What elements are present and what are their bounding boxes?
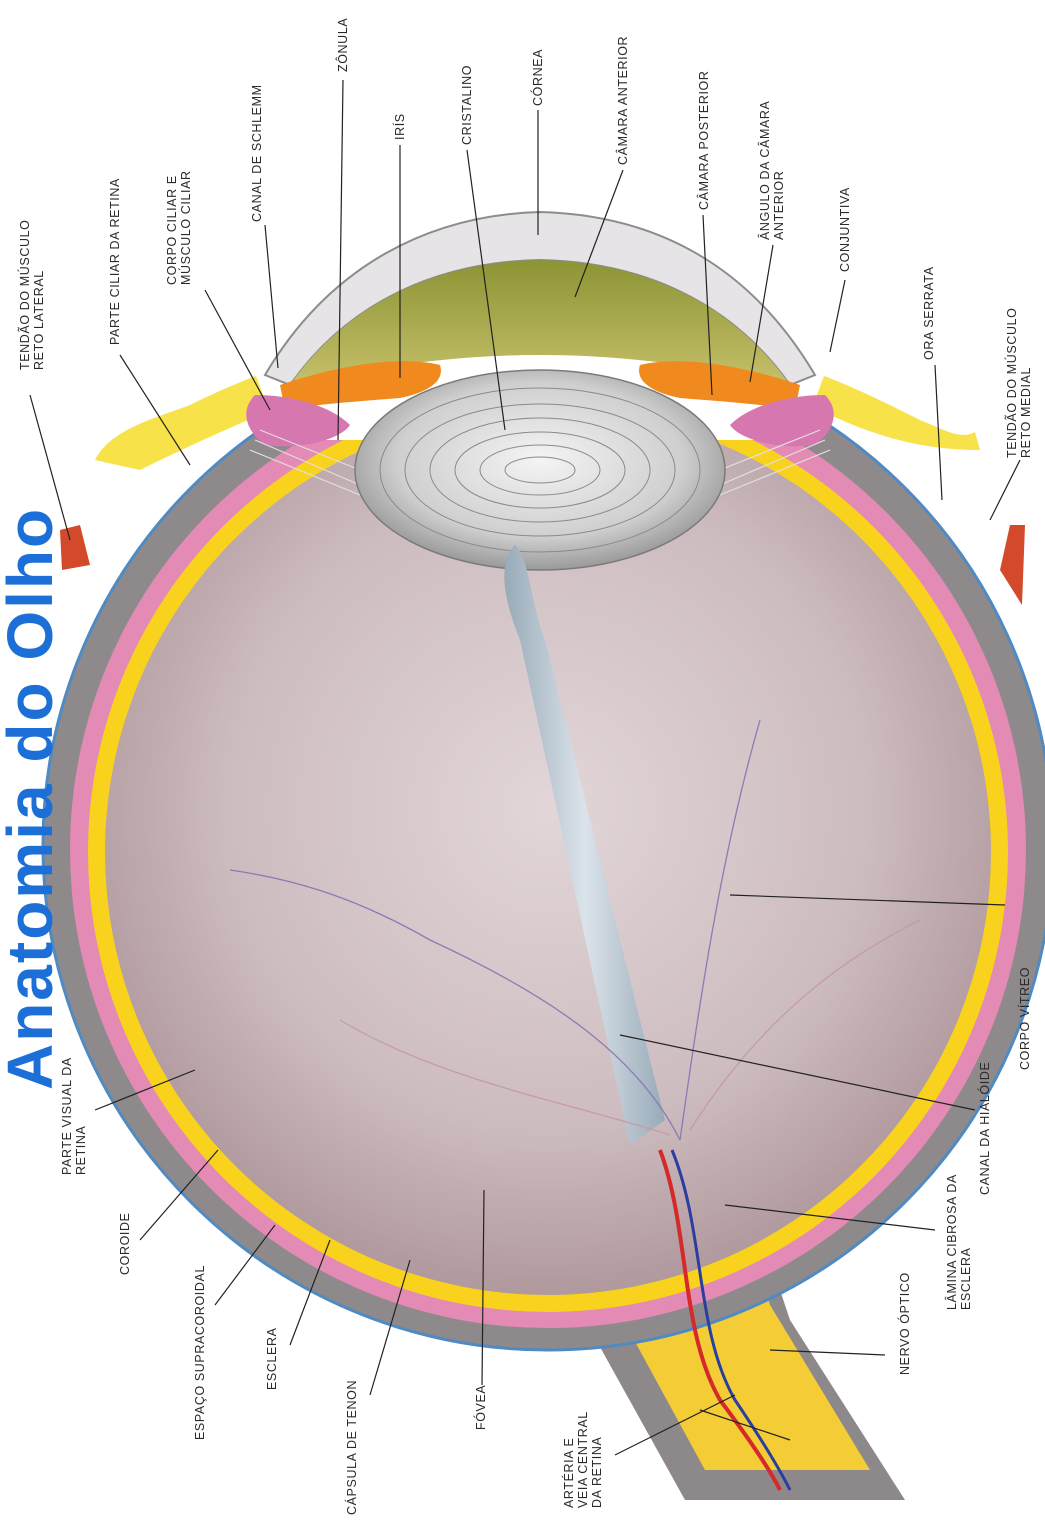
label-camara-anterior: CÂMARA ANTERIOR (616, 36, 630, 165)
label-iris: IRÍS (393, 113, 407, 140)
label-corpo-vitreo: CORPO VÍTREO (1018, 967, 1032, 1070)
label-canal-hialoide: CANAL DA HIALÓIDE (978, 1062, 992, 1195)
label-nervo-optico: NERVO ÓPTICO (898, 1272, 912, 1375)
label-capsula-tenon: CÁPSULA DE TENON (345, 1380, 359, 1515)
label-camara-posterior: CÂMARA POSTERIOR (697, 71, 711, 210)
label-zonula: ZÔNULA (336, 18, 350, 72)
label-ora-serrata: ORA SERRATA (922, 266, 936, 360)
label-conjuntiva: CONJUNTIVA (838, 187, 852, 272)
medial-rectus (1000, 525, 1025, 605)
page-title: Anatomia do Olho (0, 507, 62, 1090)
label-espaco-supracoroidal: ESPAÇO SUPRACOROIDAL (193, 1265, 207, 1440)
label-coroide: COROIDE (118, 1212, 132, 1275)
label-parte-ciliar: PARTE CILIAR DA RETINA (108, 178, 122, 345)
label-fovea: FÓVEA (474, 1385, 488, 1430)
label-canal-schlemm: CANAL DE SCHLEMM (250, 84, 264, 222)
label-cristalino: CRISTALINO (460, 65, 474, 145)
lens (355, 370, 725, 570)
label-cornea: CÓRNEA (531, 49, 545, 106)
label-esclera: ESCLERA (265, 1327, 279, 1390)
